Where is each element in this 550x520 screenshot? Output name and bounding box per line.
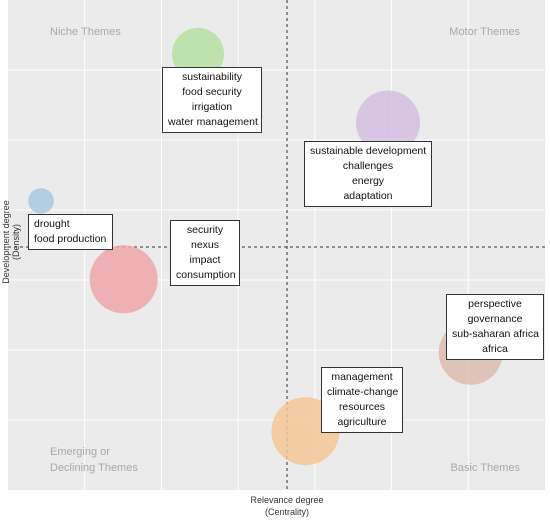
cluster-keyword: climate-change (327, 386, 399, 398)
cluster-keyword: food security (182, 86, 242, 98)
cluster-keyword: challenges (342, 160, 394, 172)
cluster-label-sustainable-development: sustainable development challenges energy a… (304, 141, 432, 207)
cluster-label-drought: drought food production (28, 214, 113, 250)
cluster-keyword: consumption (176, 269, 236, 281)
cluster-keyword: agriculture (337, 416, 387, 428)
cluster-keyword: sub-saharan africa (452, 328, 539, 340)
cluster-label-security: security nexus impact consumption (170, 220, 240, 286)
cluster-keyword: sustainability (181, 71, 243, 83)
cluster-keyword: adaptation (343, 190, 393, 202)
cluster-label-perspective: perspective governance sub-saharan africa a… (446, 294, 544, 360)
cluster-keyword: energy (351, 175, 385, 187)
cluster-bubble-c1 (172, 27, 225, 80)
quadrant-label-niche: Niche Themes (50, 26, 121, 38)
cluster-keyword: sustainable development (310, 145, 427, 157)
cluster-keyword: impact (189, 254, 221, 266)
quadrant-label-emerging-1: Emerging or (50, 446, 110, 458)
quadrant-label-basic: Basic Themes (451, 462, 521, 474)
x-axis-label: Relevance degree (250, 495, 323, 505)
cluster-keyword: food production (34, 233, 107, 245)
y-axis-sublabel: (Density) (11, 224, 21, 260)
cluster-keyword: irrigation (191, 101, 233, 113)
cluster-keyword: nexus (190, 239, 220, 251)
cluster-keyword: resources (338, 401, 386, 413)
x-axis-sublabel: (Centrality) (265, 507, 309, 517)
cluster-keyword: perspective (468, 298, 522, 310)
cluster-keyword: management (331, 371, 393, 383)
cluster-bubble-c3 (28, 188, 54, 214)
cluster-label-management: management climate-change resources agricul… (321, 367, 403, 433)
y-axis-label: Development degree (1, 200, 11, 284)
cluster-label-sustainability: sustainability food security irrigation wat… (162, 67, 262, 133)
cluster-keyword: africa (482, 343, 508, 355)
quadrant-label-motor: Motor Themes (449, 26, 520, 38)
quadrant-label-emerging-2: Declining Themes (50, 462, 138, 474)
cluster-keyword: governance (467, 313, 523, 325)
cluster-keyword: security (186, 224, 224, 236)
cluster-bubble-c2 (356, 90, 421, 155)
cluster-keyword: drought (34, 218, 70, 230)
cluster-keyword: water management (168, 116, 258, 128)
cluster-bubble-c4 (89, 245, 158, 314)
